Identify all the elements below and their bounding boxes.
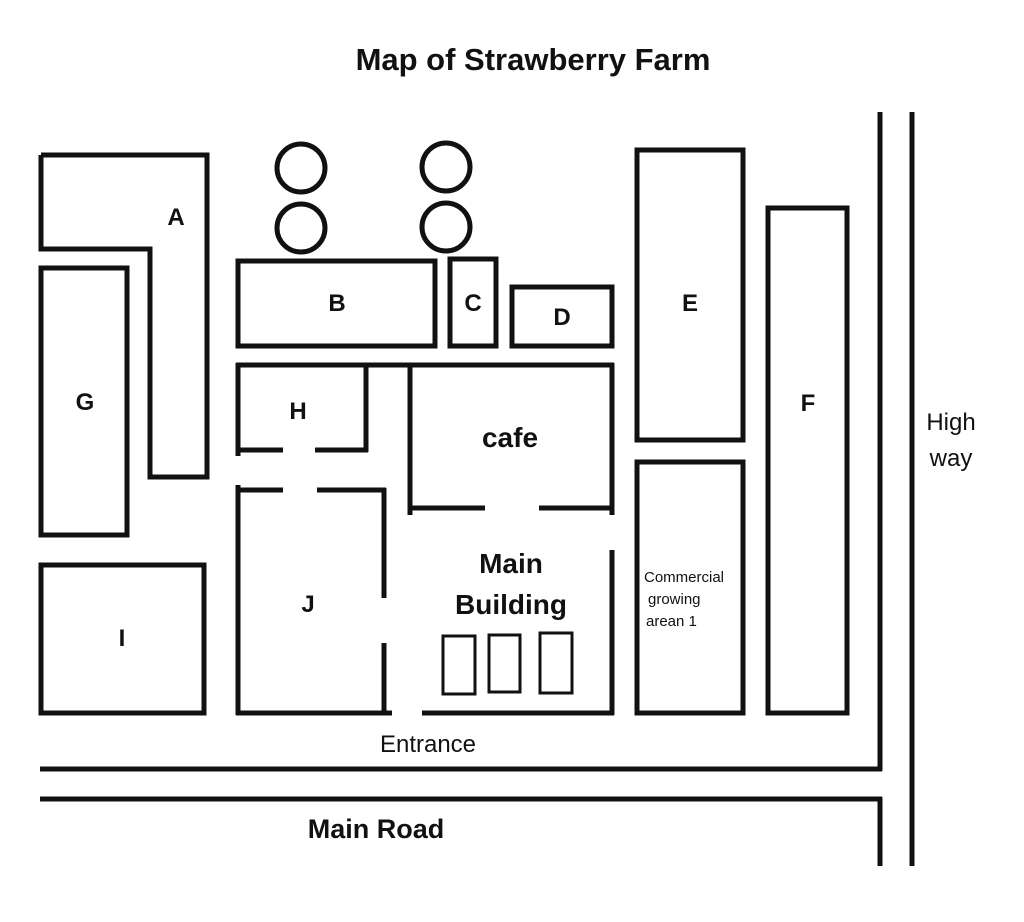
commercial-label-3: arean 1 (646, 613, 697, 630)
building-e (634, 147, 746, 443)
main-building-table (487, 633, 522, 694)
highway-label-2: way (929, 445, 973, 472)
label-i: I (119, 625, 126, 652)
label-h: H (289, 398, 306, 425)
building-g (38, 265, 130, 538)
circle-feature (419, 140, 473, 194)
building-b (235, 258, 438, 349)
label-f: F (801, 390, 816, 417)
main-building-table (538, 631, 574, 695)
label-j: J (301, 591, 314, 618)
building-a (38, 152, 210, 480)
circle-feature (274, 141, 328, 195)
main-building-table (441, 634, 477, 696)
label-g: G (76, 389, 95, 416)
building-c (447, 256, 499, 349)
main-road-label: Main Road (308, 814, 445, 844)
entrance-label: Entrance (380, 731, 476, 758)
commercial-label-1: Commercial (644, 569, 724, 586)
label-b: B (328, 290, 345, 317)
central-complex (235, 362, 615, 716)
label-e: E (682, 290, 698, 317)
building-d (509, 284, 615, 349)
commercial-label-2: growing (648, 591, 701, 608)
building-f (765, 205, 850, 716)
commercial-growing-area (634, 459, 746, 716)
circle-feature (274, 201, 328, 255)
highway-label-1: High (926, 409, 975, 436)
circle-feature (419, 200, 473, 254)
map-title: Map of Strawberry Farm (356, 42, 711, 77)
label-main-building-1: Main (479, 548, 543, 579)
label-main-building-2: Building (455, 589, 567, 620)
label-cafe: cafe (482, 422, 538, 453)
roads (40, 112, 915, 866)
label-c: C (464, 290, 481, 317)
building-i (38, 562, 207, 716)
label-d: D (553, 304, 570, 331)
label-a: A (167, 204, 184, 231)
